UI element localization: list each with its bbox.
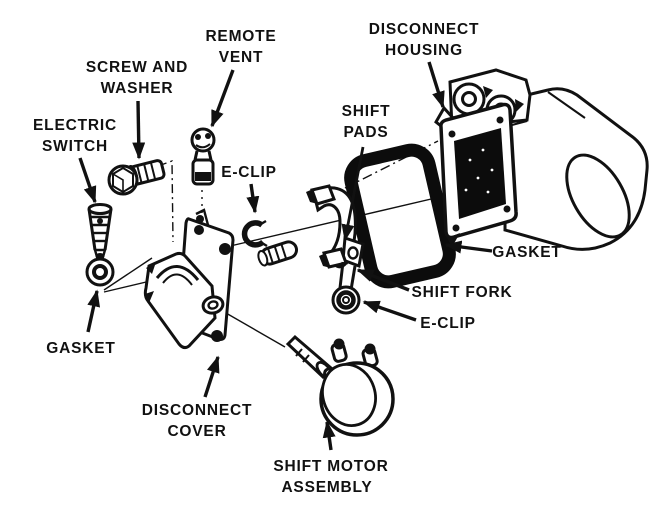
arrow-gasket-housing <box>444 240 493 254</box>
label-gasket-housing: GASKET <box>492 244 561 261</box>
electric-switch-part <box>87 203 113 259</box>
fork-pivot-pin <box>257 240 299 267</box>
housing-window <box>454 128 506 219</box>
label-electric-switch-line1: ELECTRIC <box>33 117 117 134</box>
label-disconnect-housing-line2: HOUSING <box>385 42 463 59</box>
housing-gasket-part <box>344 143 456 289</box>
label-screw-and-washer-line1: SCREW AND <box>86 59 188 76</box>
arrow-shift-pads <box>341 146 365 242</box>
label-gasket-switch: GASKET <box>46 340 115 357</box>
arrow-disconnect-cover <box>203 355 220 398</box>
remote-vent-part <box>190 127 216 186</box>
arrow-remote-vent <box>210 69 235 128</box>
shift-motor-assembly-part <box>285 334 395 437</box>
arrow-shift-fork <box>356 268 410 292</box>
arrow-gasket-switch <box>86 289 101 333</box>
shift-pad-upper <box>310 184 336 206</box>
disconnect-cover-part <box>143 208 235 350</box>
shift-fork-part <box>257 184 365 315</box>
disconnect-housing-part <box>434 68 649 251</box>
label-disconnect-cover-line2: COVER <box>167 423 226 440</box>
label-screw-and-washer-line2: WASHER <box>101 80 174 97</box>
screw-and-washer-part <box>107 159 166 196</box>
cover-housing-axis-line <box>225 195 445 248</box>
label-shift-pads-line2: PADS <box>343 124 388 141</box>
arrow-disconnect-housing <box>427 61 445 109</box>
label-shift-fork: SHIFT FORK <box>412 284 513 301</box>
leader-arrows <box>78 61 493 451</box>
label-remote-vent-line1: REMOTE <box>205 28 276 45</box>
e-clip-upper-part <box>241 219 268 248</box>
shift-pad-lower <box>322 247 348 269</box>
label-disconnect-housing-line1: DISCONNECT <box>369 21 479 38</box>
arrow-screw-and-washer <box>132 100 146 160</box>
label-e-clip-upper: E-CLIP <box>221 164 277 181</box>
switch-gasket-part <box>85 257 115 287</box>
arrow-e-clip-lower <box>362 300 417 322</box>
arrow-shift-motor <box>322 420 336 451</box>
switch-axis-line-a <box>103 257 153 291</box>
label-shift-motor-line2: ASSEMBLY <box>281 479 372 496</box>
label-electric-switch-line2: SWITCH <box>42 138 108 155</box>
label-remote-vent-line2: VENT <box>219 49 264 66</box>
label-shift-motor-line1: SHIFT MOTOR <box>273 458 388 475</box>
label-e-clip-lower: E-CLIP <box>420 315 476 332</box>
arrow-electric-switch <box>78 157 97 204</box>
label-shift-pads-line1: SHIFT <box>342 103 391 120</box>
arrow-e-clip-upper <box>246 183 260 214</box>
motor-axis-line <box>218 308 286 348</box>
labels: SCREW AND WASHER REMOTE VENT DISCONNECT … <box>33 21 561 496</box>
label-disconnect-cover-line1: DISCONNECT <box>142 402 252 419</box>
